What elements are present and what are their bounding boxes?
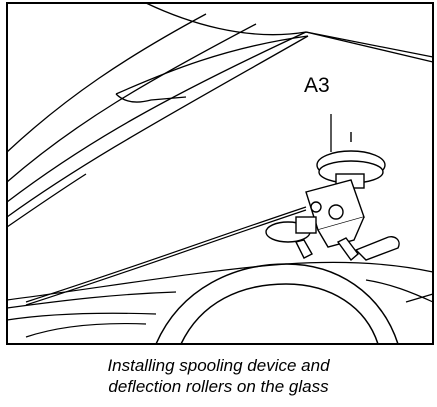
caption-line-1: Installing spooling device and [107, 356, 330, 375]
upper-right-lines [305, 31, 434, 58]
steering-wheel [155, 263, 399, 345]
guide-wire [25, 206, 307, 306]
caption-line-2: deflection rollers on the glass [108, 377, 329, 396]
figure-caption: Installing spooling device and deflectio… [0, 355, 437, 397]
windshield-illustration [6, 2, 434, 345]
frame-border [6, 2, 434, 345]
a-pillar [6, 13, 309, 228]
spooling-device [265, 132, 400, 262]
roof-edge [115, 2, 434, 103]
illustration-frame [6, 2, 434, 345]
callout-label-a3: A3 [304, 74, 330, 97]
